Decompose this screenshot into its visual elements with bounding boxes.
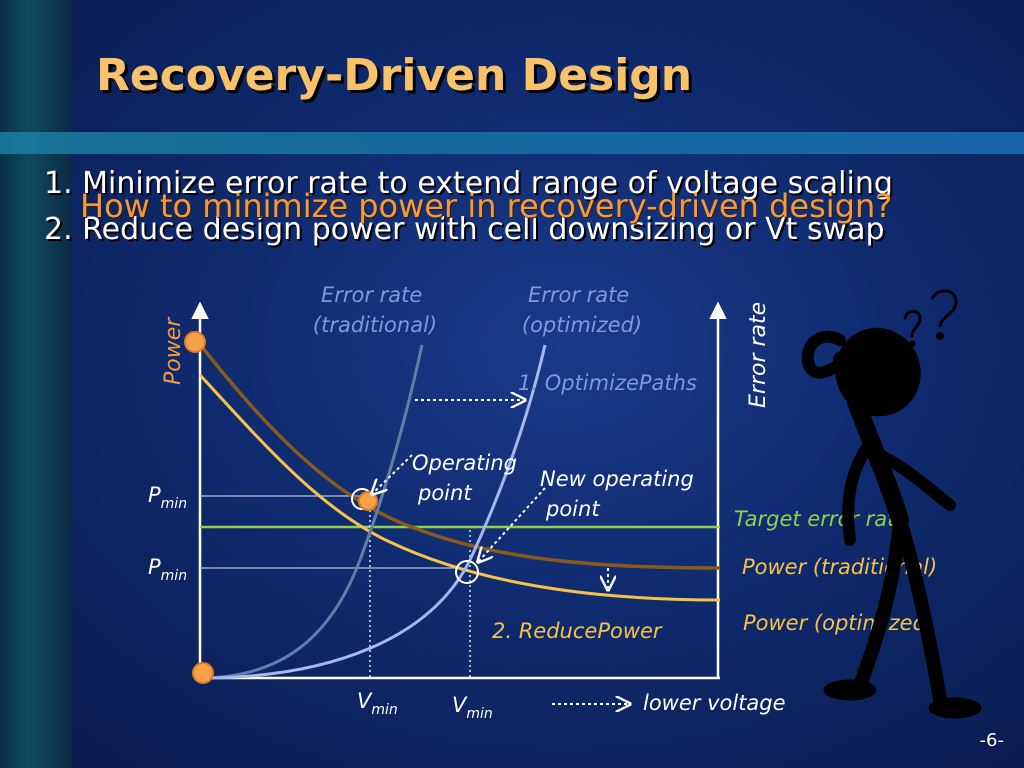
error-rate-axis-label: Error rate <box>746 302 771 408</box>
left-decorative-band <box>0 0 72 768</box>
origin-dot <box>192 662 214 684</box>
lower-voltage-label: lower voltage <box>643 691 786 715</box>
vmin-label-1: Vmin <box>357 689 398 718</box>
new-operating-point-ring <box>455 560 479 584</box>
pmin-label-lower: Pmin <box>148 555 187 584</box>
slide-title: Recovery-Driven Design <box>96 50 693 101</box>
bullet-1: 1. Minimize error rate to extend range o… <box>44 166 893 201</box>
error-rate-traditional-curve <box>204 344 424 680</box>
question-overlay: How to minimize power in recovery-driven… <box>80 187 893 225</box>
new-operating-point-label: New operating point <box>540 467 700 521</box>
thinking-stick-figure-icon <box>801 327 982 719</box>
error-rate-optimized-curve <box>209 344 547 680</box>
power-optimized-label: Power (optimized) <box>743 611 934 635</box>
power-optimized-curve <box>198 373 721 602</box>
target-error-rate-label: Target error rate <box>734 507 908 531</box>
error-rate-optimized-label: Error rate (optimized) <box>522 283 642 337</box>
power-traditional-curve <box>196 340 721 570</box>
operating-point-label: Operating point <box>412 451 524 505</box>
power-start-dot <box>184 331 206 353</box>
question-marks-icon <box>903 289 958 348</box>
power-axis-label: Power <box>161 316 186 385</box>
reduce-power-label: 2. ReducePower <box>492 619 663 643</box>
new-operating-point-arrow <box>478 487 546 562</box>
optimize-paths-label: 1. OptimizePaths <box>518 371 697 395</box>
vmin-label-2: Vmin <box>452 693 493 722</box>
error-rate-traditional-label: Error rate (traditional) <box>313 283 437 337</box>
pmin-label-upper: Pmin <box>148 483 187 512</box>
operating-point-dot <box>358 491 378 511</box>
bullet-2: 2. Reduce design power with cell downsiz… <box>44 212 885 247</box>
page-number: -6- <box>979 730 1004 751</box>
header-stripe <box>0 132 1024 154</box>
